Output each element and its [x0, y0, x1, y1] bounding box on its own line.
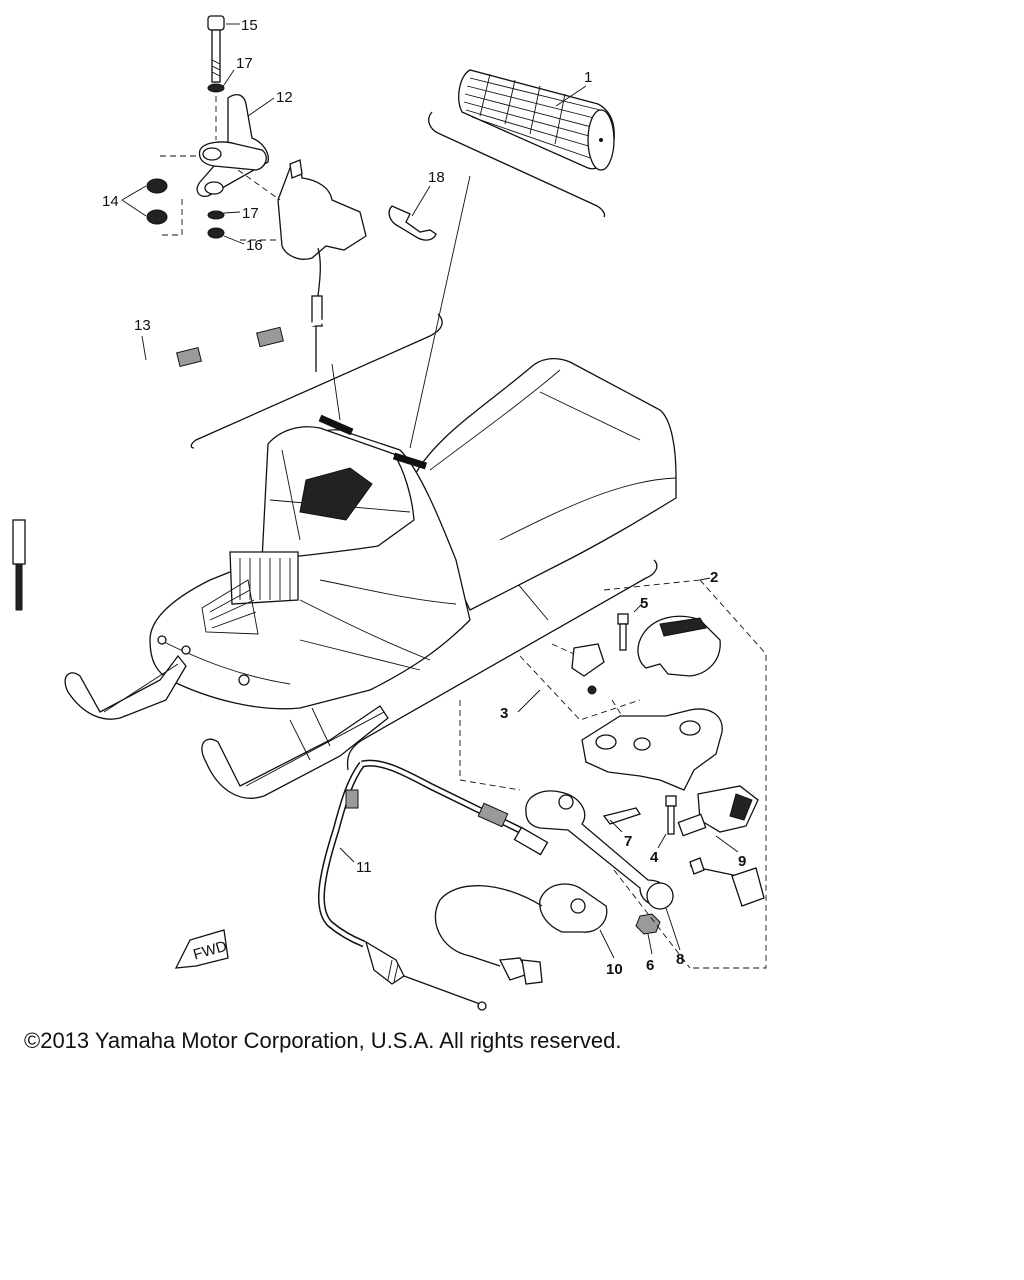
callout-17-bottom: 17: [242, 205, 259, 222]
parts-diagram: FWD 15 17 12 14 17 16 18 13 1 2 3 5 4 7 …: [12, 15, 767, 1011]
guide-bracket-upper: [190, 313, 443, 449]
callout-13: 13: [134, 317, 151, 334]
cable-part-11: [318, 759, 549, 1011]
callout-4: 4: [650, 849, 659, 866]
callout-18: 18: [428, 169, 445, 186]
callout-9: 9: [738, 853, 746, 870]
grip-part-1: [428, 69, 615, 218]
fwd-arrow-icon: FWD: [174, 929, 229, 969]
snowmobile-body: [64, 357, 677, 799]
switch-box-assembly: [434, 579, 767, 985]
callout-2: 2: [710, 569, 718, 586]
copyright-notice: ©2013 Yamaha Motor Corporation, U.S.A. A…: [24, 1028, 622, 1053]
callout-17-top: 17: [236, 55, 253, 72]
throttle-housing-assembly: [146, 15, 367, 372]
callout-5: 5: [640, 595, 648, 612]
callout-15: 15: [241, 17, 258, 34]
clip-part-18: [388, 205, 437, 241]
callout-10: 10: [606, 961, 623, 978]
callout-11: 11: [356, 859, 372, 876]
callout-leaders: [121, 23, 739, 959]
callout-1: 1: [584, 69, 592, 86]
callout-7: 7: [624, 833, 632, 850]
throttle-cable-part-13: [12, 242, 403, 611]
callout-3: 3: [500, 705, 508, 722]
callout-6: 6: [646, 957, 654, 974]
callout-8: 8: [676, 951, 684, 968]
callout-12: 12: [276, 89, 293, 106]
guide-bracket-lower: [346, 559, 658, 771]
callout-14: 14: [102, 193, 119, 210]
callout-16: 16: [246, 237, 263, 254]
